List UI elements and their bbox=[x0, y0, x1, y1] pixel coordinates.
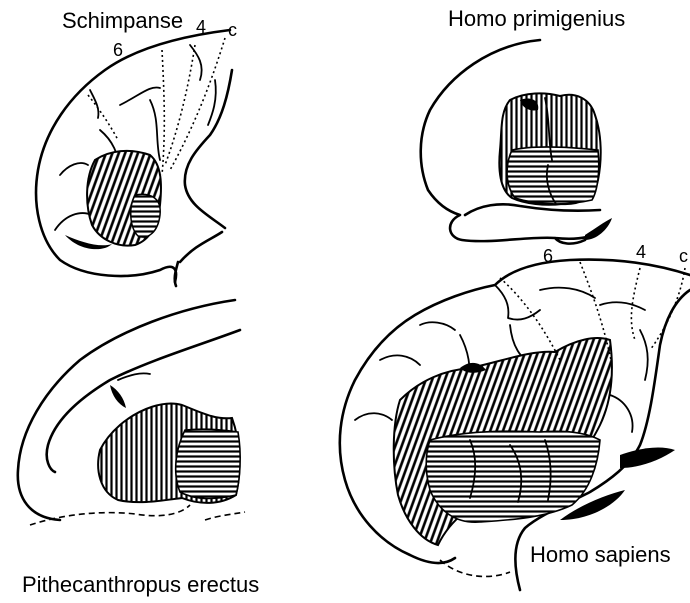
chimp-area-6-label: 6 bbox=[113, 40, 123, 60]
sapiens-area-6-label: 6 bbox=[543, 246, 553, 266]
primigenius-brain bbox=[421, 40, 612, 244]
sapiens-area-4-label: 4 bbox=[636, 242, 646, 262]
sapiens-title: Homo sapiens bbox=[530, 542, 671, 567]
chimpanzee-brain bbox=[36, 30, 232, 286]
pithecanthropus-title: Pithecanthropus erectus bbox=[22, 572, 259, 597]
chimp-area-c-label: c bbox=[228, 20, 237, 40]
primigenius-title: Homo primigenius bbox=[448, 6, 625, 31]
sapiens-brain bbox=[340, 260, 690, 590]
pithecanthropus-reconstruction-line bbox=[30, 505, 245, 525]
sapiens-area-c-label: c bbox=[679, 246, 688, 266]
pithecanthropus-brain bbox=[18, 300, 245, 525]
chimp-area-4-label: 4 bbox=[196, 17, 206, 37]
chimp-title: Schimpanse bbox=[62, 8, 183, 33]
